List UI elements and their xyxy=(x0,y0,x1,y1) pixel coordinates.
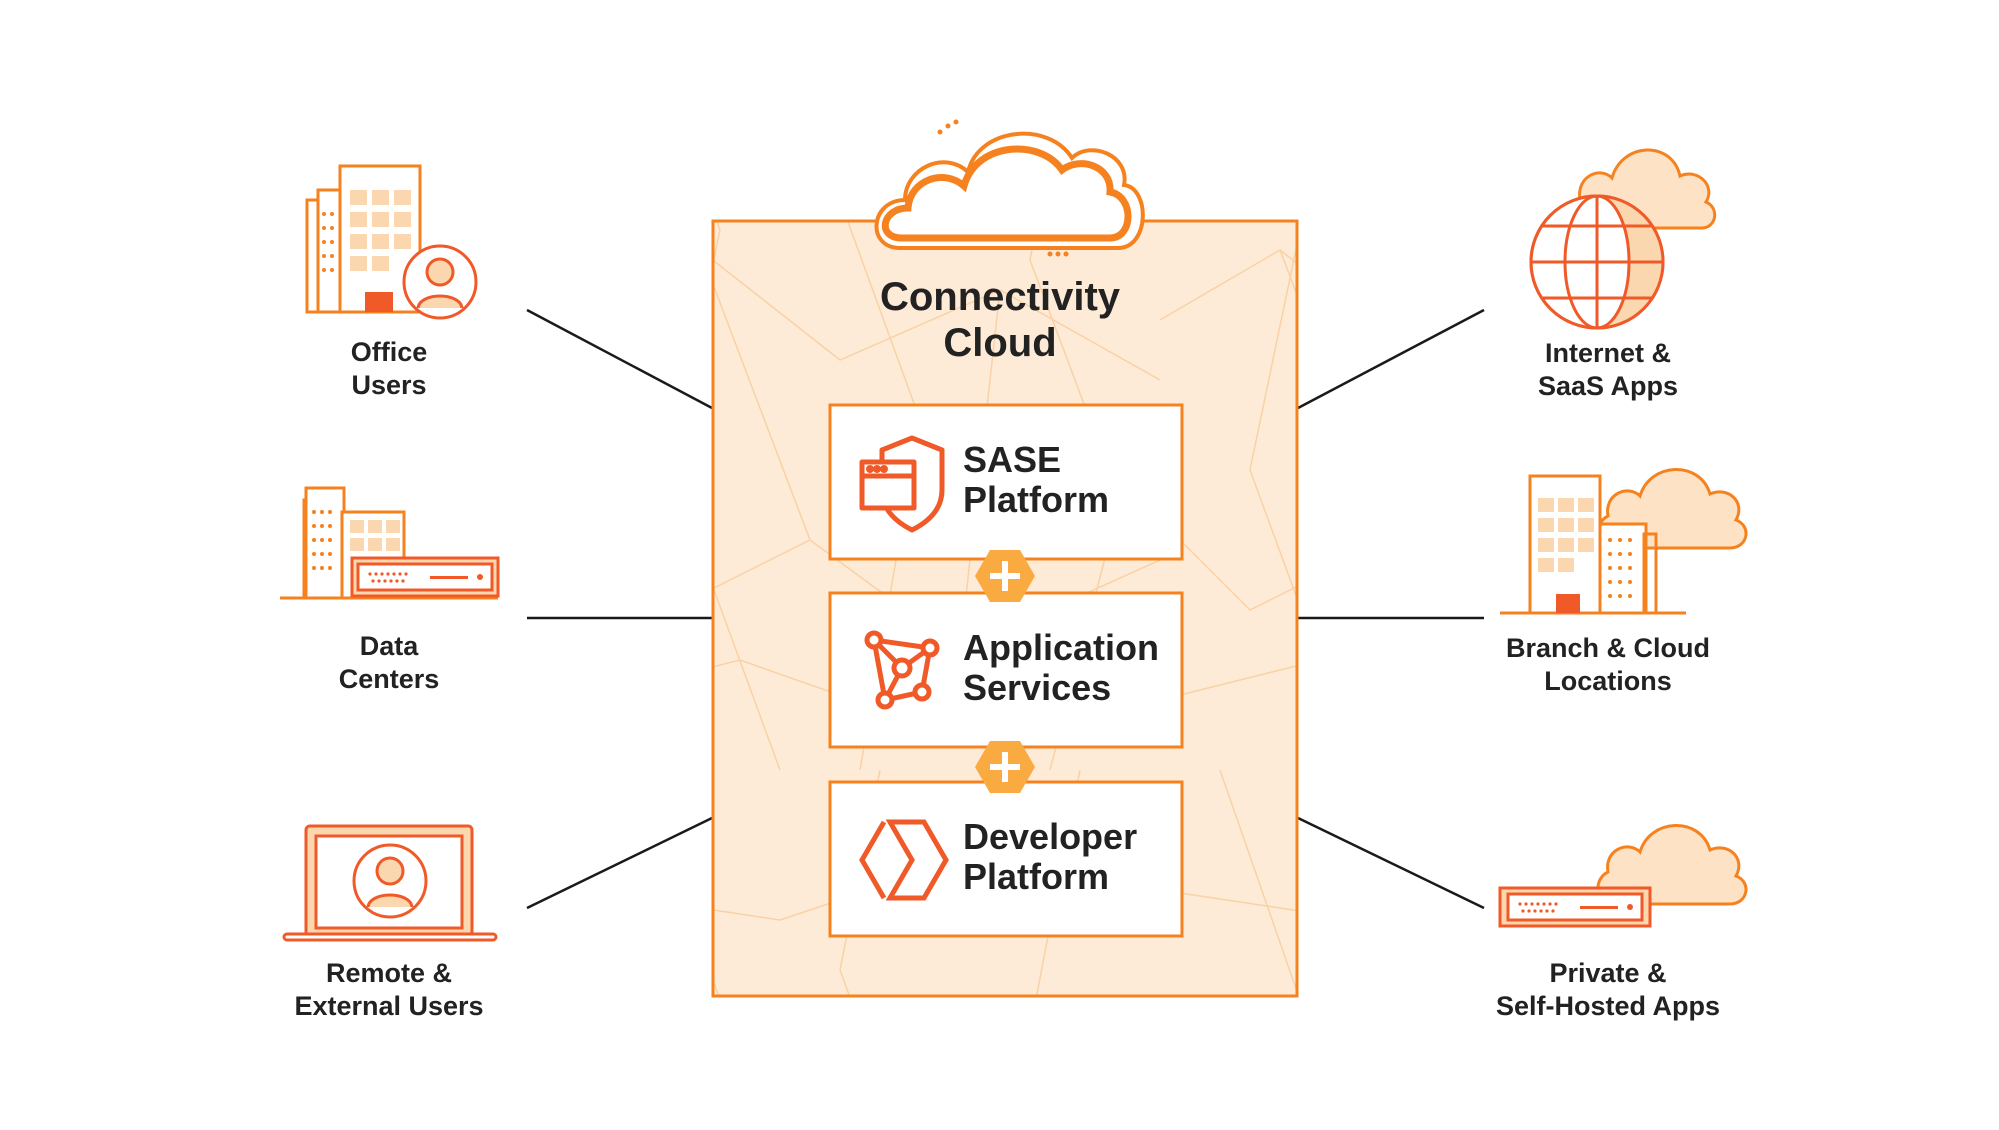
service-label-line: Platform xyxy=(963,478,1110,520)
service-label-line: Application xyxy=(963,627,1159,668)
internet-saas-apps-label: Internet & SaaS Apps xyxy=(1458,337,1758,403)
connector-private-apps xyxy=(1297,816,1485,910)
connector-lines xyxy=(526,308,1485,910)
label-line: Internet & xyxy=(1544,338,1671,368)
office-building-user-icon xyxy=(305,164,478,320)
office-users-label: Office Users xyxy=(239,336,539,402)
title-line-2: Cloud xyxy=(943,321,1057,366)
label-line: External Users xyxy=(294,990,484,1021)
plus-icon xyxy=(975,741,1035,793)
cloud-icon xyxy=(874,119,1145,257)
globe-cloud-icon xyxy=(1529,148,1717,330)
label-line: Centers xyxy=(338,663,440,694)
service-label-line: Developer xyxy=(963,816,1138,857)
connectivity-cloud-title: Connectivity Cloud xyxy=(790,274,1210,367)
label-line: Users xyxy=(351,369,427,400)
application-services-label: Application Services xyxy=(963,628,1159,708)
sase-platform-label: SASE Platform xyxy=(963,440,1109,520)
label-line: SaaS Apps xyxy=(1537,370,1679,401)
private-self-hosted-apps-label: Private & Self-Hosted Apps xyxy=(1458,957,1758,1023)
developer-platform-label: Developer Platform xyxy=(963,817,1137,897)
server-cloud-icon xyxy=(1498,824,1748,928)
label-line: Office xyxy=(350,337,428,367)
remote-external-users-label: Remote & External Users xyxy=(239,957,539,1023)
service-label-line: SASE xyxy=(963,439,1062,480)
branch-cloud-locations-label: Branch & Cloud Locations xyxy=(1458,632,1758,698)
label-line: Self-Hosted Apps xyxy=(1495,990,1720,1021)
title-line-1: Connectivity xyxy=(879,275,1121,319)
laptop-user-icon xyxy=(282,824,498,942)
label-line: Branch & Cloud xyxy=(1505,633,1710,663)
application-services-card xyxy=(828,591,1184,749)
service-label-line: Services xyxy=(963,666,1112,708)
label-line: Private & xyxy=(1549,958,1667,988)
building-cloud-icon xyxy=(1500,468,1748,615)
connector-internet-saas xyxy=(1297,308,1485,410)
network-nodes-icon xyxy=(864,630,940,710)
label-line: Data xyxy=(359,631,419,661)
label-line: Remote & xyxy=(325,958,453,988)
shield-browser-icon xyxy=(859,435,945,533)
service-label-line: Platform xyxy=(963,855,1110,897)
plus-icon xyxy=(975,550,1035,602)
connector-remote-users xyxy=(526,816,713,910)
chevrons-icon xyxy=(859,819,949,901)
label-line: Locations xyxy=(1544,665,1672,696)
data-centers-label: Data Centers xyxy=(239,630,539,696)
connector-office-users xyxy=(526,308,713,410)
data-center-server-icon xyxy=(280,486,500,600)
